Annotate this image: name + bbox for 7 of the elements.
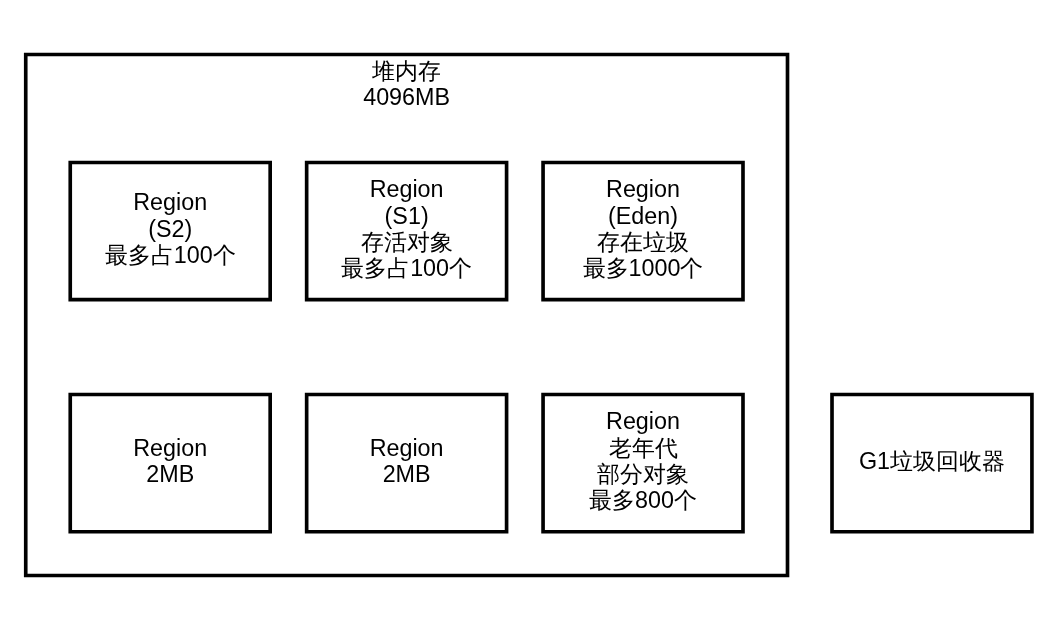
node-box: Region 老年代 部分对象 最多800个 <box>541 392 745 534</box>
node-box: Region (S2) 最多占100个 <box>68 160 272 302</box>
node-box: Region 2MB <box>304 392 509 534</box>
node-box: Region 2MB <box>68 392 272 534</box>
node-box: Region (S1) 存活对象 最多占100个 <box>304 160 509 302</box>
node-box: Region (Eden) 存在垃圾 最多1000个 <box>541 160 745 302</box>
node-box: G1垃圾回收器 <box>830 392 1034 534</box>
